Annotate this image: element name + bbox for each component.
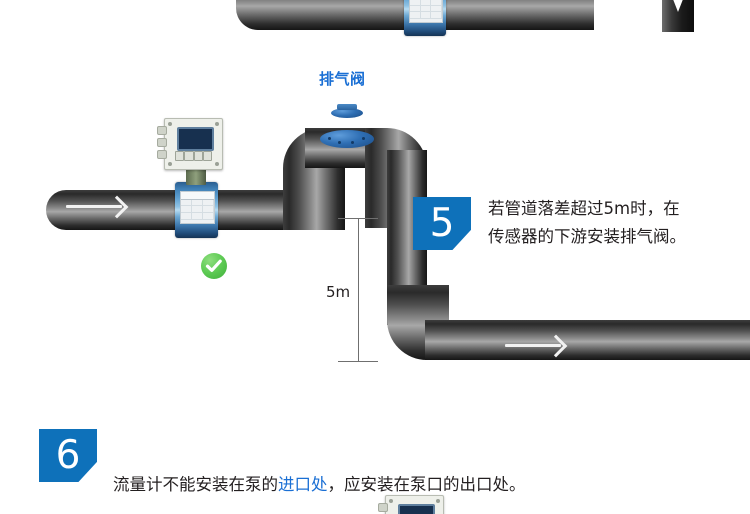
nameplate-row xyxy=(410,5,442,13)
callout-badge-5: 5 xyxy=(413,197,471,250)
nameplate-row xyxy=(181,206,214,214)
screw-icon xyxy=(168,122,172,126)
cable-gland xyxy=(378,503,388,512)
top-flowmeter-sensor xyxy=(404,0,446,36)
correct-installation-check-icon xyxy=(201,253,227,279)
flow-direction-arrow-inlet xyxy=(66,205,122,208)
keypad-button[interactable] xyxy=(184,150,194,161)
screw-icon xyxy=(168,162,172,166)
converter-lcd-display xyxy=(176,127,215,151)
flange-bolt xyxy=(338,141,341,144)
check-glyph xyxy=(205,259,222,272)
nameplate-title-bar xyxy=(181,191,214,200)
cable-gland xyxy=(157,126,167,135)
sensor-nameplate xyxy=(180,190,215,225)
flange-bolt xyxy=(328,137,331,140)
valve-lower-flange xyxy=(320,130,374,148)
top-sensor-nameplate xyxy=(409,0,443,23)
air-release-valve-label: 排气阀 xyxy=(319,70,366,88)
callout-badge-6: 6 xyxy=(39,429,97,482)
keypad-button[interactable] xyxy=(193,150,203,161)
converter-mounting-neck xyxy=(186,165,206,185)
callout-6-highlight: 进口处 xyxy=(278,475,328,494)
nameplate-row xyxy=(181,213,214,220)
flow-direction-arrow-outlet xyxy=(505,344,561,347)
keypad-button[interactable] xyxy=(174,150,185,161)
air-release-valve xyxy=(320,104,374,148)
callout-6-text-before: 流量计不能安装在泵的 xyxy=(113,475,278,494)
nameplate-row xyxy=(410,0,442,6)
dimension-tick-bottom xyxy=(338,361,378,362)
dimension-tick-top xyxy=(338,218,378,219)
bottom-converter-partial xyxy=(385,495,444,514)
flowmeter-sensor-body xyxy=(175,182,218,238)
inlet-pipe-horizontal xyxy=(46,190,301,230)
dimension-line-vertical xyxy=(358,218,359,362)
converter-keypad[interactable] xyxy=(174,150,213,161)
converter-lcd-display xyxy=(397,504,436,514)
flowmeter-converter xyxy=(164,118,223,170)
outlet-pipe-horizontal xyxy=(425,320,750,360)
flange-bolt xyxy=(351,141,354,144)
callout-text-5: 若管道落差超过5m时，在 传感器的下游安装排气阀。 xyxy=(488,199,686,246)
keypad-button[interactable] xyxy=(202,150,213,161)
screw-icon xyxy=(436,499,440,503)
screw-icon xyxy=(215,122,219,126)
cable-gland xyxy=(157,150,167,159)
callout-text-6: 流量计不能安装在泵的进口处，应安装在泵口的出口处。 xyxy=(113,443,633,499)
dimension-label-5m: 5m xyxy=(326,283,351,301)
flange-bolt xyxy=(362,137,365,140)
screw-icon xyxy=(389,499,393,503)
nameplate-row xyxy=(181,199,214,207)
callout-6-text-after: ，应安装在泵口的出口处。 xyxy=(327,475,526,494)
stub-notch xyxy=(662,0,694,12)
screw-icon xyxy=(215,162,219,166)
valve-upper-flange xyxy=(331,108,363,118)
valve-top-cap xyxy=(337,104,357,110)
cable-gland xyxy=(157,138,167,147)
nameplate-row xyxy=(410,12,442,19)
top-right-pipe-stub xyxy=(662,0,694,32)
